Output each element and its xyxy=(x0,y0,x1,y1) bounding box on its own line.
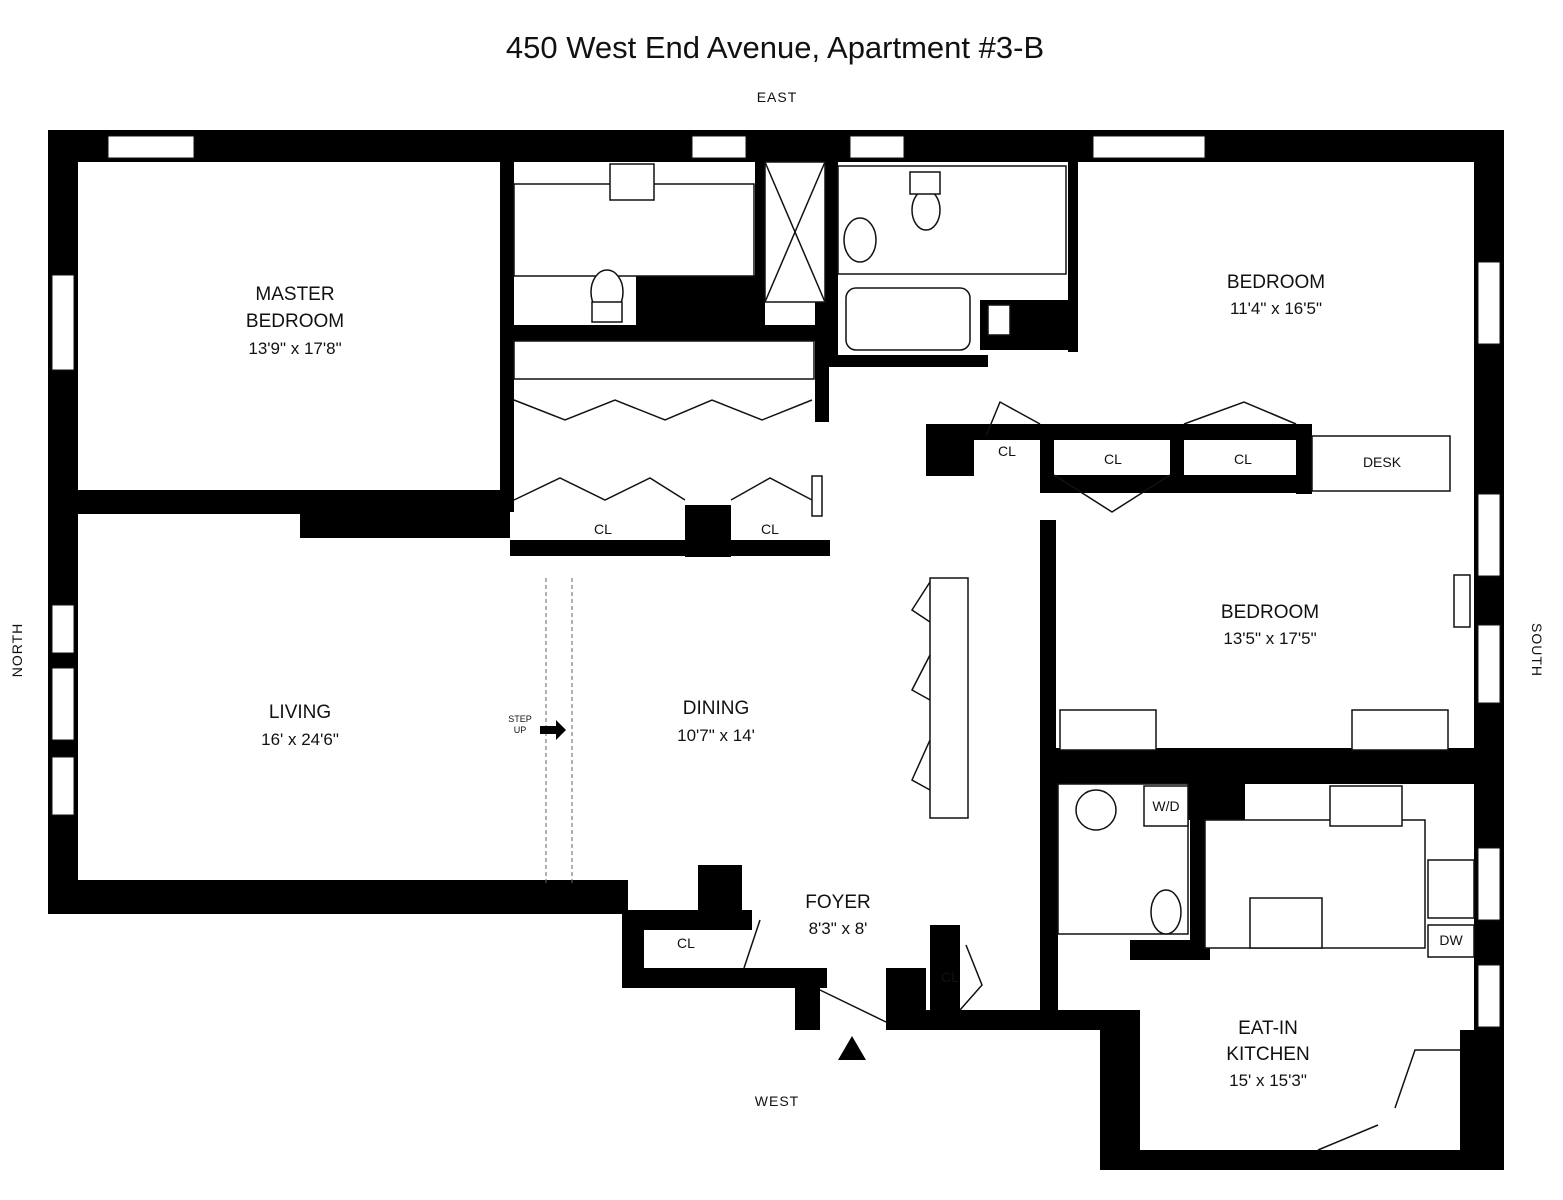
closet-label-master-east: CL xyxy=(594,521,612,537)
windows xyxy=(51,135,1501,1028)
fixtures xyxy=(513,161,1475,1151)
dining-dims: 10'7" x 14' xyxy=(677,726,755,745)
foyer-label: FOYER xyxy=(805,892,870,913)
master-bedroom-label-line1: MASTER xyxy=(255,284,334,305)
kitchen-dims: 15' x 15'3" xyxy=(1229,1071,1307,1090)
dishwasher-label: DW xyxy=(1439,932,1463,948)
compass-east: EAST xyxy=(757,89,798,105)
dining-label: DINING xyxy=(683,698,750,719)
living-label: LIVING xyxy=(269,702,331,723)
bedroom-east-dims: 11'4" x 16'5" xyxy=(1230,299,1322,318)
foyer-dims: 8'3" x 8' xyxy=(809,919,868,938)
desk-label: DESK xyxy=(1363,454,1402,470)
closet-label-bedroom-1: CL xyxy=(1104,451,1122,467)
step-label-line2: UP xyxy=(514,725,527,735)
closet-label-master-west: CL xyxy=(761,521,779,537)
bedroom-south-label: BEDROOM xyxy=(1221,602,1319,623)
kitchen-label-line2: KITCHEN xyxy=(1226,1044,1309,1065)
closet-label-bedroom-2: CL xyxy=(1234,451,1252,467)
closet-label-foyer-north: CL xyxy=(677,935,695,951)
walls xyxy=(48,130,1504,1170)
master-bedroom-dims: 13'9" x 17'8" xyxy=(248,339,341,358)
closet-label-foyer-south: CL xyxy=(941,969,959,985)
bedroom-east-label: BEDROOM xyxy=(1227,272,1325,293)
compass-north: NORTH xyxy=(9,623,25,678)
compass-west: WEST xyxy=(755,1093,799,1109)
plan-title: 450 West End Avenue, Apartment #3-B xyxy=(506,30,1044,65)
living-dims: 16' x 24'6" xyxy=(261,730,339,749)
closet-label-hall: CL xyxy=(998,443,1016,459)
kitchen-label-line1: EAT-IN xyxy=(1238,1018,1298,1039)
step-label-line1: STEP xyxy=(508,714,532,724)
compass-south: SOUTH xyxy=(1529,623,1545,677)
bedroom-south-dims: 13'5" x 17'5" xyxy=(1223,629,1316,648)
washer-dryer-label: W/D xyxy=(1152,798,1179,814)
master-bedroom-label-line2: BEDROOM xyxy=(246,311,344,332)
